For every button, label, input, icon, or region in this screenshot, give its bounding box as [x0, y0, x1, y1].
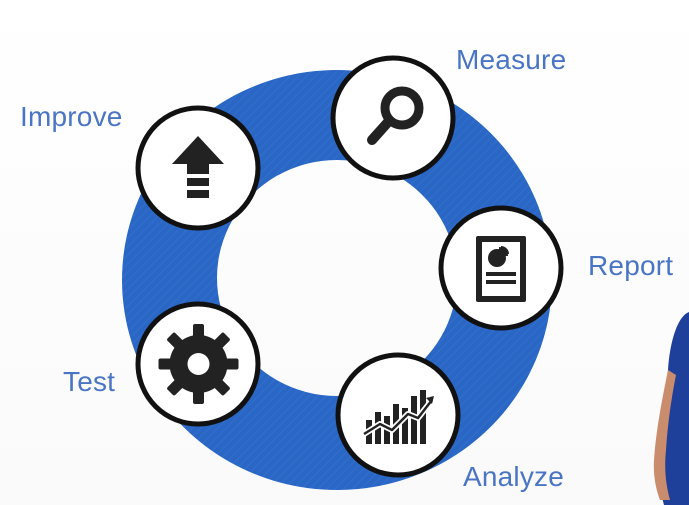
up-arrow-icon — [172, 136, 224, 198]
step-node-test — [135, 301, 261, 427]
step-label-measure: Measure — [456, 44, 567, 75]
magnifier-icon — [367, 86, 424, 145]
step-label-analyze: Analyze — [463, 461, 565, 492]
step-label-improve: Improve — [20, 101, 123, 132]
report-document-icon — [476, 236, 526, 302]
step-label-report: Report — [588, 250, 674, 281]
presenter-figure — [653, 312, 689, 505]
bar-chart-trend-icon — [362, 390, 435, 444]
step-label-test: Test — [63, 366, 116, 397]
step-node-measure — [330, 55, 456, 181]
step-node-improve — [135, 105, 261, 231]
step-node-report — [438, 205, 564, 331]
gear-icon — [158, 324, 239, 404]
step-node-analyze — [335, 352, 461, 478]
